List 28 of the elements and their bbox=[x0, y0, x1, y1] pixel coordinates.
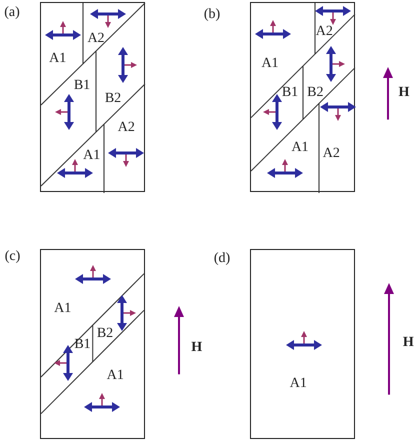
domain-label: A1 bbox=[106, 369, 124, 383]
domain-label: B2 bbox=[96, 327, 114, 342]
domain-label: A1 bbox=[290, 377, 307, 392]
panel-label: (b) bbox=[204, 8, 220, 22]
panel-label: (c) bbox=[4, 250, 20, 264]
domain-label: B2 bbox=[104, 92, 122, 106]
domain-label: A1 bbox=[83, 149, 100, 163]
domain-panel bbox=[250, 249, 355, 439]
field-label: H bbox=[402, 336, 414, 350]
domain-label: A1 bbox=[261, 56, 279, 71]
field-label: H bbox=[191, 341, 202, 356]
domain-label: B1 bbox=[74, 338, 91, 352]
domain-label: B1 bbox=[282, 86, 298, 100]
domain-label: B1 bbox=[74, 79, 90, 93]
domain-label: B2 bbox=[307, 86, 324, 100]
domain-label: A2 bbox=[118, 121, 135, 135]
domain-panel bbox=[40, 2, 145, 192]
domain-label: A1 bbox=[54, 302, 72, 316]
domain-label: A1 bbox=[49, 52, 66, 66]
panel-label: (d) bbox=[214, 252, 230, 266]
domain-label: A2 bbox=[87, 32, 105, 46]
panel-label: (a) bbox=[4, 6, 20, 20]
field-label: H bbox=[398, 86, 410, 100]
domain-label: A2 bbox=[322, 147, 340, 162]
domain-label: A1 bbox=[291, 141, 309, 156]
domain-panel bbox=[40, 249, 145, 439]
domain-panel bbox=[250, 2, 355, 192]
domain-label: A2 bbox=[316, 25, 333, 39]
